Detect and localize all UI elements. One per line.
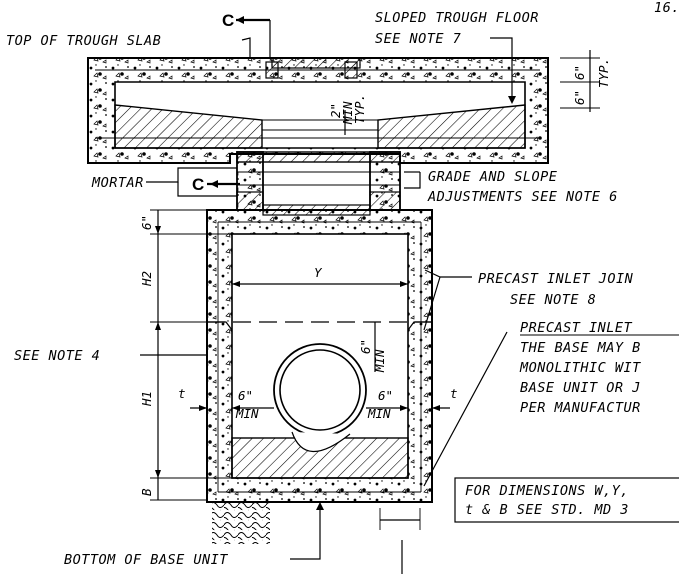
- svg-text:BASE UNIT OR J: BASE UNIT OR J: [520, 380, 641, 396]
- trough-slab: [87, 57, 549, 164]
- svg-text:BOTTOM OF BASE UNIT: BOTTOM OF BASE UNIT: [64, 552, 228, 568]
- svg-text:MIN: MIN: [367, 406, 391, 421]
- svg-text:PRECAST INLET: PRECAST INLET: [520, 320, 633, 336]
- section-marker-top: C: [222, 11, 271, 58]
- section-marker-side: C: [192, 175, 240, 194]
- svg-text:ADJUSTMENTS SEE NOTE 6: ADJUSTMENTS SEE NOTE 6: [427, 189, 618, 205]
- svg-text:THE BASE MAY B: THE BASE MAY B: [520, 340, 641, 356]
- svg-text:C: C: [222, 11, 234, 30]
- svg-text:MONOLITHIC WIT: MONOLITHIC WIT: [519, 360, 641, 376]
- svg-text:16.: 16.: [654, 0, 679, 16]
- svg-text:PER MANUFACTUR: PER MANUFACTUR: [520, 400, 641, 416]
- svg-text:H2: H2: [139, 271, 154, 287]
- svg-text:SEE NOTE 4: SEE NOTE 4: [14, 348, 100, 364]
- svg-text:MORTAR: MORTAR: [91, 175, 144, 191]
- svg-text:6": 6": [572, 90, 587, 105]
- svg-text:GRADE AND SLOPE: GRADE AND SLOPE: [428, 169, 558, 185]
- svg-text:t & B SEE STD. MD 3: t & B SEE STD. MD 3: [465, 502, 629, 518]
- svg-text:t: t: [178, 386, 186, 401]
- svg-text:MIN: MIN: [340, 101, 355, 125]
- svg-text:SEE NOTE 8: SEE NOTE 8: [510, 292, 596, 308]
- svg-text:TYP.: TYP.: [596, 58, 611, 88]
- svg-text:6": 6": [572, 65, 587, 80]
- riser-adjustment: [236, 151, 401, 216]
- svg-text:TOP OF TROUGH SLAB: TOP OF TROUGH SLAB: [6, 33, 161, 49]
- svg-text:PRECAST INLET JOIN: PRECAST INLET JOIN: [478, 271, 634, 287]
- dimension-labels: 6" H2 H1 B Y 2" MIN TYP. 6" 6" TYP. 6" M…: [139, 58, 611, 496]
- svg-text:6": 6": [139, 215, 154, 230]
- svg-text:6": 6": [378, 388, 393, 403]
- svg-text:FOR DIMENSIONS W,Y,: FOR DIMENSIONS W,Y,: [465, 483, 629, 499]
- svg-text:6": 6": [238, 388, 253, 403]
- svg-text:SEE NOTE 7: SEE NOTE 7: [375, 31, 461, 47]
- svg-text:SLOPED TROUGH FLOOR: SLOPED TROUGH FLOOR: [375, 10, 539, 26]
- svg-text:t: t: [450, 386, 458, 401]
- svg-text:2": 2": [328, 103, 343, 118]
- svg-text:C: C: [192, 175, 204, 194]
- svg-text:H1: H1: [139, 391, 154, 407]
- svg-text:6": 6": [358, 339, 373, 354]
- svg-text:MIN: MIN: [235, 406, 259, 421]
- svg-text:Y: Y: [314, 265, 323, 280]
- svg-text:MIN: MIN: [372, 349, 387, 373]
- precast-inlet-body: [206, 209, 433, 544]
- svg-text:TYP.: TYP.: [352, 94, 367, 124]
- svg-text:B: B: [139, 488, 154, 496]
- labels: TOP OF TROUGH SLAB SLOPED TROUGH FLOOR S…: [6, 0, 679, 568]
- leader-lines: [140, 37, 516, 560]
